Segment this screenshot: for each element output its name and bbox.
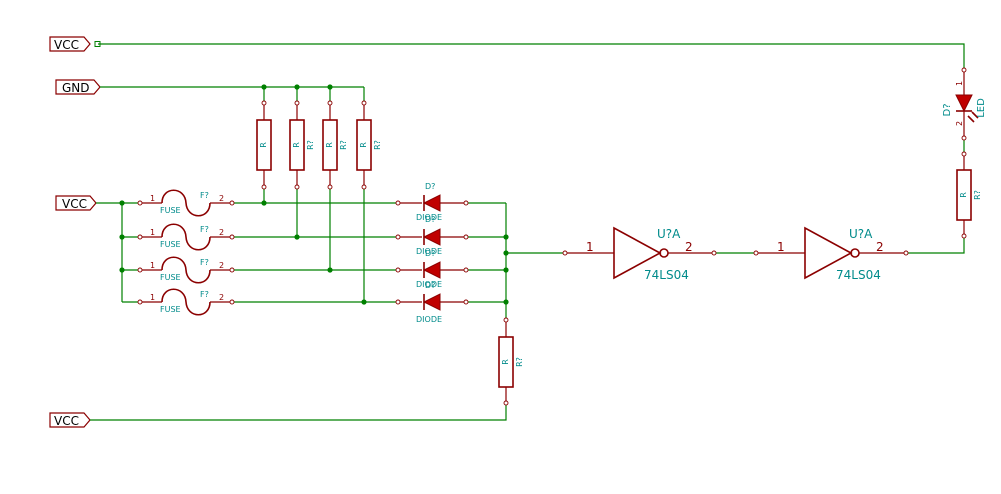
fuse-ref: F? — [200, 225, 209, 234]
junction-dot — [119, 234, 125, 240]
fuse-ref: F? — [200, 290, 209, 299]
pullup-resistor-2[interactable]: R R? — [289, 100, 315, 190]
fuse-2[interactable]: 1 2 F? FUSE — [137, 223, 235, 251]
diode-ref: D? — [425, 281, 435, 290]
inverter-pin-in: 1 — [777, 240, 785, 254]
wire-vcc-top-to-led — [98, 43, 965, 70]
junction-dot — [294, 234, 300, 240]
junction-dot — [503, 234, 509, 240]
fuse-value: FUSE — [160, 273, 181, 282]
led[interactable]: 1 2 D? LED — [942, 67, 987, 141]
fuse-value: FUSE — [160, 305, 181, 314]
diode-value: DIODE — [416, 213, 442, 222]
fuse-pin2: 2 — [219, 228, 224, 237]
vcc-mid-text: VCC — [62, 197, 87, 211]
fuse-value: FUSE — [160, 206, 181, 215]
inverter-pin-out: 2 — [876, 240, 884, 254]
led-ref: D? — [942, 103, 953, 116]
vcc-bottom-text: VCC — [54, 414, 79, 428]
wires — [90, 41, 965, 421]
junction-dot — [327, 267, 333, 273]
fuse-pin1: 1 — [150, 228, 155, 237]
resistor-ref: R? — [373, 140, 382, 150]
junction-dot — [503, 250, 509, 256]
inverter-2[interactable]: 1 2 U?A 74LS04 — [753, 226, 909, 282]
wire-bottom-resistor-vcc — [90, 403, 507, 421]
fuse-pin1: 1 — [150, 293, 155, 302]
fuse-pin2: 2 — [219, 261, 224, 270]
diode-2[interactable]: D? DIODE — [395, 215, 469, 256]
resistor-value: R — [325, 142, 334, 148]
junction-dot — [327, 84, 333, 90]
power-label-vcc-top[interactable]: VCC — [49, 36, 91, 52]
led-value: LED — [976, 98, 987, 118]
fuse-ref: F? — [200, 258, 209, 267]
resistor-value: R — [501, 359, 510, 365]
led-pin1: 1 — [955, 81, 964, 86]
pullup-resistor-3[interactable]: R R? — [322, 100, 348, 190]
diode-value: DIODE — [416, 315, 442, 324]
inverter-pin-in: 1 — [586, 240, 594, 254]
wire-inv2-led-resistor — [906, 236, 965, 254]
resistor-value: R — [292, 142, 301, 148]
led-emission-arrow — [971, 111, 979, 119]
power-label-vcc-bottom[interactable]: VCC — [49, 412, 91, 428]
diode-ref: D? — [425, 182, 435, 191]
resistor-ref: R? — [973, 190, 982, 200]
junctions — [119, 84, 509, 305]
fuse-1[interactable]: 1 2 F? FUSE — [137, 189, 235, 217]
led-resistor[interactable]: R R? — [956, 151, 982, 239]
fuse-3[interactable]: 1 2 F? FUSE — [137, 256, 235, 284]
pullup-resistor-4[interactable]: R R? — [356, 100, 382, 190]
diode-value: DIODE — [416, 247, 442, 256]
inverter-1[interactable]: 1 2 U?A 74LS04 — [562, 226, 717, 282]
pullup-resistor-1[interactable]: R — [256, 100, 272, 190]
diode-1[interactable]: D? DIODE — [395, 182, 469, 222]
vcc-top-text: VCC — [54, 38, 79, 52]
inverter-ref: U?A — [849, 227, 873, 241]
inverter-ref: U?A — [657, 227, 681, 241]
junction-dot — [294, 84, 300, 90]
diode-value: DIODE — [416, 280, 442, 289]
junction-dot — [119, 200, 125, 206]
resistor-value: R — [959, 192, 968, 198]
power-label-vcc-mid[interactable]: VCC — [55, 195, 97, 211]
junction-dot — [503, 267, 509, 273]
diode-4[interactable]: D? DIODE — [395, 281, 469, 324]
junction-dot — [261, 84, 267, 90]
bottom-resistor[interactable]: R R? — [498, 317, 524, 406]
junction-dot — [261, 200, 267, 206]
wire-end-marker — [94, 41, 101, 47]
fuse-ref: F? — [200, 191, 209, 200]
inverter-value: 74LS04 — [836, 268, 881, 282]
fuse-4[interactable]: 1 2 F? FUSE — [137, 288, 235, 316]
resistor-ref: R? — [339, 140, 348, 150]
led-emission-arrow — [967, 115, 975, 123]
diode-ref: D? — [425, 215, 435, 224]
fuse-value: FUSE — [160, 240, 181, 249]
diode-ref: D? — [425, 249, 435, 258]
fuse-pin2: 2 — [219, 194, 224, 203]
resistor-ref: R? — [306, 140, 315, 150]
junction-dot — [361, 299, 367, 305]
resistor-value: R — [359, 142, 368, 148]
fuse-pin1: 1 — [150, 261, 155, 270]
resistor-ref: R? — [515, 357, 524, 367]
fuse-pin1: 1 — [150, 194, 155, 203]
diode-3[interactable]: D? DIODE — [395, 249, 469, 289]
power-label-gnd[interactable]: GND — [55, 79, 101, 95]
resistor-value: R — [259, 142, 268, 148]
junction-dot — [503, 299, 509, 305]
inverter-value: 74LS04 — [644, 268, 689, 282]
junction-dot — [119, 267, 125, 273]
led-pin2: 2 — [955, 121, 964, 126]
gnd-text: GND — [62, 81, 90, 95]
fuse-pin2: 2 — [219, 293, 224, 302]
inverter-pin-out: 2 — [685, 240, 693, 254]
